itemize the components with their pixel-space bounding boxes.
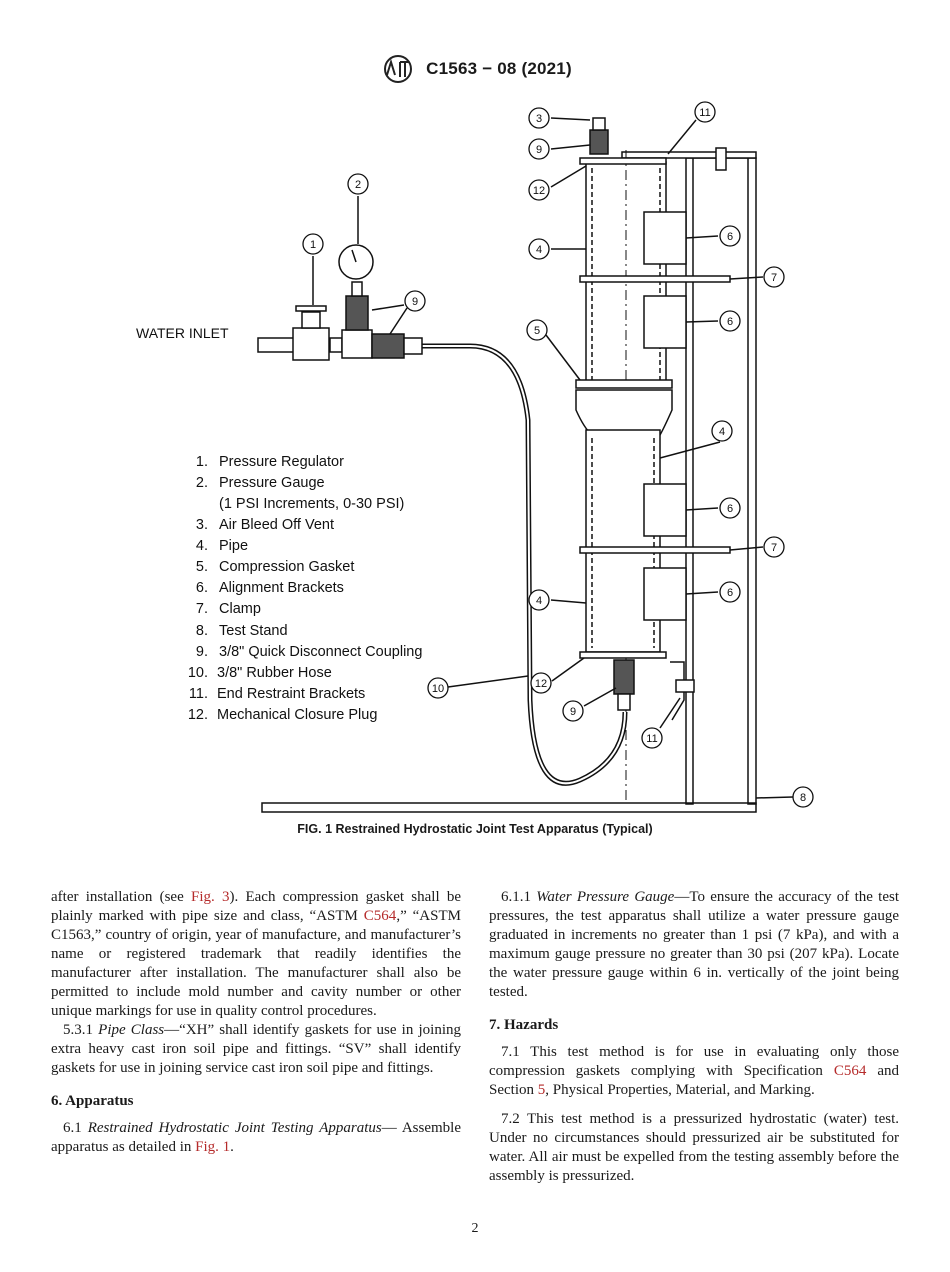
svg-text:(1 PSI Increments, 0-30 PSI): (1 PSI Increments, 0-30 PSI) [219, 496, 404, 512]
closure-plug-top [579, 157, 667, 165]
callout-11b: 11 [646, 733, 657, 745]
figure-legend: 1. Pressure Regulator 2. Pressure Gauge (1… [188, 454, 423, 723]
svg-text:1.: 1. [196, 454, 208, 470]
astm-logo-icon [384, 55, 413, 83]
test-stand-post-outer [747, 157, 757, 805]
callout-9a: 9 [536, 144, 542, 156]
svg-text:Pressure Regulator: Pressure Regulator [219, 454, 344, 470]
right-column: 6.1.1 Water Pressure Gauge—To ensure the… [489, 888, 899, 1186]
svg-text:End Restraint Brackets: End Restraint Brackets [217, 686, 365, 702]
link-c564[interactable]: C564 [363, 908, 397, 924]
gauge-coupling [345, 295, 369, 331]
water-inlet-label: WATER INLET [136, 325, 229, 341]
callout-2: 2 [355, 179, 361, 191]
standard-designation: C1563 − 08 (2021) [426, 59, 572, 78]
paragraph-7-2: 7.2 This test method is a pressurized hy… [489, 1111, 899, 1184]
callout-6b: 6 [727, 316, 733, 328]
link-section-5[interactable]: 5 [537, 1082, 546, 1098]
callout-3: 3 [536, 113, 542, 125]
figure-caption: FIG. 1 Restrained Hydrostatic Joint Test… [297, 822, 653, 836]
callout-5: 5 [534, 325, 540, 337]
callout-11a: 11 [699, 107, 710, 119]
section-6-heading: 6. Apparatus [51, 1093, 134, 1109]
test-stand-post-inner [685, 157, 694, 805]
paragraph-7-1: 7.1 This test method is for use in evalu… [489, 1044, 899, 1098]
paragraph-6-1-1: 6.1.1 Water Pressure Gauge—To ensure the… [489, 889, 899, 1000]
callout-9b: 9 [412, 296, 418, 308]
callout-4a: 4 [536, 244, 542, 256]
svg-text:Test Stand: Test Stand [219, 623, 288, 639]
svg-text:Clamp: Clamp [219, 601, 261, 617]
svg-text:5.: 5. [196, 559, 208, 575]
svg-text:3/8" Quick Disconnect Coupling: 3/8" Quick Disconnect Coupling [219, 644, 422, 660]
callout-7b: 7 [771, 542, 777, 554]
svg-text:Pipe: Pipe [219, 538, 248, 554]
callout-6c: 6 [727, 503, 733, 515]
compression-gasket [575, 379, 673, 389]
callout-9c: 9 [570, 706, 576, 718]
svg-text:9.: 9. [196, 644, 208, 660]
page-number: 2 [471, 1221, 479, 1236]
svg-text:3.: 3. [196, 517, 208, 533]
air-bleed-vent [589, 129, 609, 155]
svg-text:10.: 10. [188, 665, 208, 681]
callout-12b: 12 [535, 678, 547, 690]
svg-text:Alignment Brackets: Alignment Brackets [219, 580, 344, 596]
callout-1: 1 [310, 239, 316, 251]
pressure-regulator [292, 327, 330, 361]
left-column: after installation (see Fig. 3). Each co… [51, 888, 461, 1157]
svg-text:6.: 6. [196, 580, 208, 596]
svg-text:12.: 12. [188, 707, 208, 723]
svg-text:11.: 11. [189, 686, 208, 702]
svg-text:4.: 4. [196, 538, 208, 554]
callout-10: 10 [432, 683, 444, 695]
callout-8: 8 [800, 792, 806, 804]
paragraph-gasket-marking: after installation (see Fig. 3). Each co… [51, 889, 461, 1019]
svg-text:Mechanical Closure Plug: Mechanical Closure Plug [217, 707, 377, 723]
link-c564-2[interactable]: C564 [833, 1063, 867, 1079]
svg-text:2.: 2. [196, 475, 208, 491]
callout-4b: 4 [719, 426, 725, 438]
paragraph-5-3-1: 5.3.1 Pipe Class—“XH” shall identify gas… [51, 1022, 462, 1076]
clamp-bottom [579, 546, 731, 554]
link-fig-3[interactable]: Fig. 3 [190, 889, 230, 905]
figure-1-apparatus: 4 1 2 3 4 4 4 5 6 6 6 6 7 [136, 101, 814, 813]
callout-6a: 6 [727, 231, 733, 243]
svg-text:Air Bleed Off Vent: Air Bleed Off Vent [219, 517, 334, 533]
clamp-top [579, 275, 731, 283]
callout-4c: 4 [536, 595, 542, 607]
link-fig-1[interactable]: Fig. 1 [195, 1139, 231, 1155]
test-stand-base [261, 802, 757, 813]
svg-text:3/8" Rubber Hose: 3/8" Rubber Hose [217, 665, 332, 681]
callout-7a: 7 [771, 272, 777, 284]
callout-6d: 6 [727, 587, 733, 599]
page-header: C1563 − 08 (2021) [0, 52, 950, 86]
section-7-heading: 7. Hazards [489, 1017, 559, 1033]
svg-text:Compression Gasket: Compression Gasket [219, 559, 354, 575]
svg-text:7.: 7. [196, 601, 208, 617]
svg-text:Pressure Gauge: Pressure Gauge [219, 475, 325, 491]
end-restraint-bracket-top [621, 151, 757, 159]
paragraph-6-1: 6.1 Restrained Hydrostatic Joint Testing… [51, 1120, 461, 1155]
callout-12a: 12 [533, 185, 545, 197]
closure-plug-bottom [579, 651, 667, 659]
svg-text:8.: 8. [196, 623, 208, 639]
